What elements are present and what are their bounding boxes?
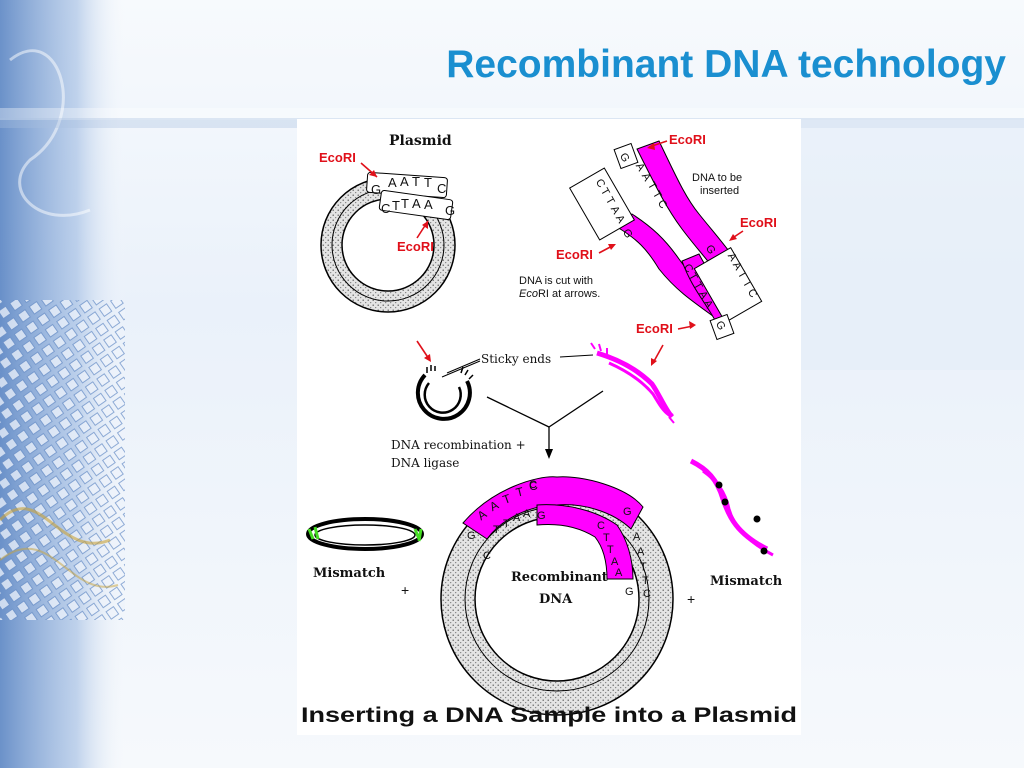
plasmid-bottom-base-3: A (412, 196, 421, 211)
plasmid-top-base-2: A (400, 174, 409, 189)
plasmid-down-arrowhead (424, 354, 431, 362)
recombinant-g-inner: G (537, 510, 546, 522)
recombinant-ring (440, 476, 674, 716)
recombinant-label-line2: DNA (539, 592, 573, 607)
plasmid-bottom-base-2: T (401, 196, 409, 211)
recombinant-label-line1: Recombinant (511, 570, 608, 585)
recombinant-inner-right-2: T (607, 544, 614, 556)
plasmid-ecori-arrowhead-inner (422, 221, 428, 229)
insert-label-line1: DNA to be (692, 172, 742, 184)
merge-arrow-left (486, 396, 550, 428)
insert-label-line2: inserted (700, 185, 739, 197)
plasmid-top-base-5: C (437, 181, 446, 196)
plus-sign-right: + (687, 591, 695, 607)
recombination-label-line1: DNA recombination + (391, 438, 526, 452)
plus-sign-left: + (401, 582, 409, 598)
cut-insert (590, 342, 675, 424)
recombinant-inner-left-1: T (503, 518, 510, 530)
insert-ecori-arrowhead-top (647, 143, 655, 150)
figure-caption: Inserting a DNA Sample into a Plasmid (301, 704, 797, 727)
recombinant-inner-right-3: A (611, 556, 619, 568)
recombinant-outer-right-4: C (643, 588, 651, 600)
recombinant-g-top-right: G (623, 506, 632, 518)
recombinant-outer-left-3: T (514, 484, 525, 500)
insert-down-arrowhead (651, 358, 657, 366)
recombinant-inner-left-3: A (523, 508, 531, 520)
insert-base-c: C (655, 198, 669, 211)
recombinant-inner-right-4: A (615, 567, 623, 579)
insert-ecori-label-left: EcoRI (556, 247, 593, 262)
cut-plasmid (415, 365, 474, 421)
mismatch-label-right: Mismatch (710, 574, 783, 589)
merge-arrow-right (548, 390, 604, 428)
plasmid-bottom-base-4: A (424, 197, 433, 212)
sticky-ends-pointer-left2 (441, 360, 481, 378)
plasmid-insertion-diagram: Plasmid G A A T T C C T T A A G EcoRI Ec… (301, 132, 797, 727)
plasmid-bottom-base-1: T (392, 198, 400, 213)
recombinant-inner-left-2: A (513, 512, 521, 524)
recombinant-outer-right-3: T (642, 575, 649, 587)
insert-ecori-arrowhead-right (729, 234, 737, 241)
plasmid-top-base-0: G (371, 182, 381, 197)
cut-note-line1: DNA is cut with (519, 275, 593, 287)
recombination-label-line2: DNA ligase (391, 456, 459, 470)
plasmid-bottom-base-5: G (445, 203, 455, 218)
mismatch-plasmid (306, 517, 424, 551)
mismatch-label-left: Mismatch (313, 566, 386, 581)
recombinant-outer-right-1: A (637, 546, 645, 558)
plasmid-ecori-label-inner: EcoRI (397, 239, 434, 254)
sticky-ends-label: Sticky ends (481, 352, 551, 366)
plasmid-label: Plasmid (389, 133, 452, 149)
recombinant-c-top: C (529, 479, 537, 491)
plasmid-bottom-base-0: C (381, 201, 390, 216)
recombinant-g-bottom-right: G (625, 586, 634, 598)
cut-note-line2: EcoRI at arrows. (519, 288, 600, 300)
recombinant-inner-right-1: T (603, 532, 610, 544)
mismatch-insert (689, 458, 774, 557)
recombinant-inner-right-0: C (597, 520, 605, 532)
insert-ecori-arrowhead-bottom (689, 321, 696, 329)
recombinant-inner-left-0: T (493, 524, 500, 536)
plasmid-top-base-3: T (412, 174, 420, 189)
plasmid-ecori-arrowhead-top (369, 170, 377, 177)
recombinant-outer-right-2: T (640, 561, 647, 573)
sticky-ends-pointer-left (446, 358, 481, 374)
plasmid-top-base-4: T (424, 175, 432, 190)
plasmid-top-base-1: A (388, 175, 397, 190)
plasmid-ring (320, 171, 456, 313)
recombinant-outer-left-4: C (528, 478, 539, 493)
insert-ecori-arrowhead-left (608, 244, 616, 250)
recombinant-dna-figure: Plasmid G A A T T C C T T A A G EcoRI Ec… (297, 119, 801, 735)
insert-ecori-label-right: EcoRI (740, 215, 777, 230)
merge-arrowhead (545, 449, 553, 459)
insert-ecori-label-top: EcoRI (669, 132, 706, 147)
sticky-ends-pointer-right (559, 354, 594, 358)
recombinant-c-left: C (483, 550, 491, 562)
insert-dna-boxes (568, 142, 763, 341)
recombinant-g-left: G (467, 530, 476, 542)
plasmid-ecori-label-top: EcoRI (319, 150, 356, 165)
slide-title: Recombinant DNA technology (446, 43, 1006, 86)
recombinant-outer-right-0: A (633, 531, 641, 543)
insert-ecori-label-bottom: EcoRI (636, 321, 673, 336)
